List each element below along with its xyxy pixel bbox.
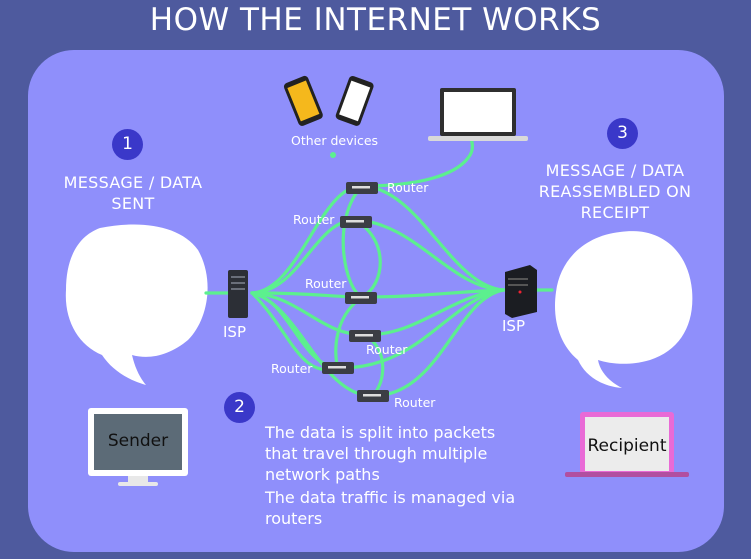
step-2-description: The data is split into packets that trav…: [265, 423, 496, 484]
router-icon: [357, 390, 389, 402]
other-devices-label: Other devices: [291, 133, 379, 148]
step-3-badge: 3: [607, 118, 638, 149]
isp-label-right: ISP: [502, 317, 525, 335]
server-icon: [505, 265, 537, 318]
router-icon: [322, 362, 354, 374]
router-label: Router: [394, 395, 436, 410]
router-label: Router: [293, 212, 335, 227]
step-2-note: The data traffic is managed via routers: [265, 488, 516, 528]
router-icon: [346, 182, 378, 194]
speech-bubble-icon: [65, 224, 208, 385]
router-label: Router: [305, 276, 347, 291]
smartphone-icon: [335, 76, 374, 126]
speech-bubble-icon: [554, 231, 693, 388]
router-label: Router: [271, 361, 313, 376]
sender-label: Sender: [107, 431, 169, 451]
network-paths: [204, 136, 554, 398]
step-3-heading: MESSAGE / DATA REASSEMBLED ON RECEIPT: [538, 161, 692, 222]
router-icon: [349, 330, 381, 342]
monitor-icon: [88, 408, 188, 486]
router-label: Router: [366, 342, 408, 357]
step-1-heading: MESSAGE / DATA SENT: [63, 173, 203, 213]
router-icon: [340, 216, 372, 228]
step-1-badge: 1: [112, 129, 143, 160]
router-label: Router: [387, 180, 429, 195]
laptop-icon: [565, 412, 689, 477]
server-icon: [228, 270, 248, 318]
page-title: HOW THE INTERNET WORKS: [149, 2, 602, 38]
step-2-badge: 2: [224, 392, 255, 423]
laptop-icon: [428, 88, 528, 141]
isp-label-left: ISP: [223, 323, 246, 341]
router-icon: [345, 292, 377, 304]
smartphone-icon: [283, 75, 323, 126]
recipient-label: Recipient: [587, 436, 667, 456]
